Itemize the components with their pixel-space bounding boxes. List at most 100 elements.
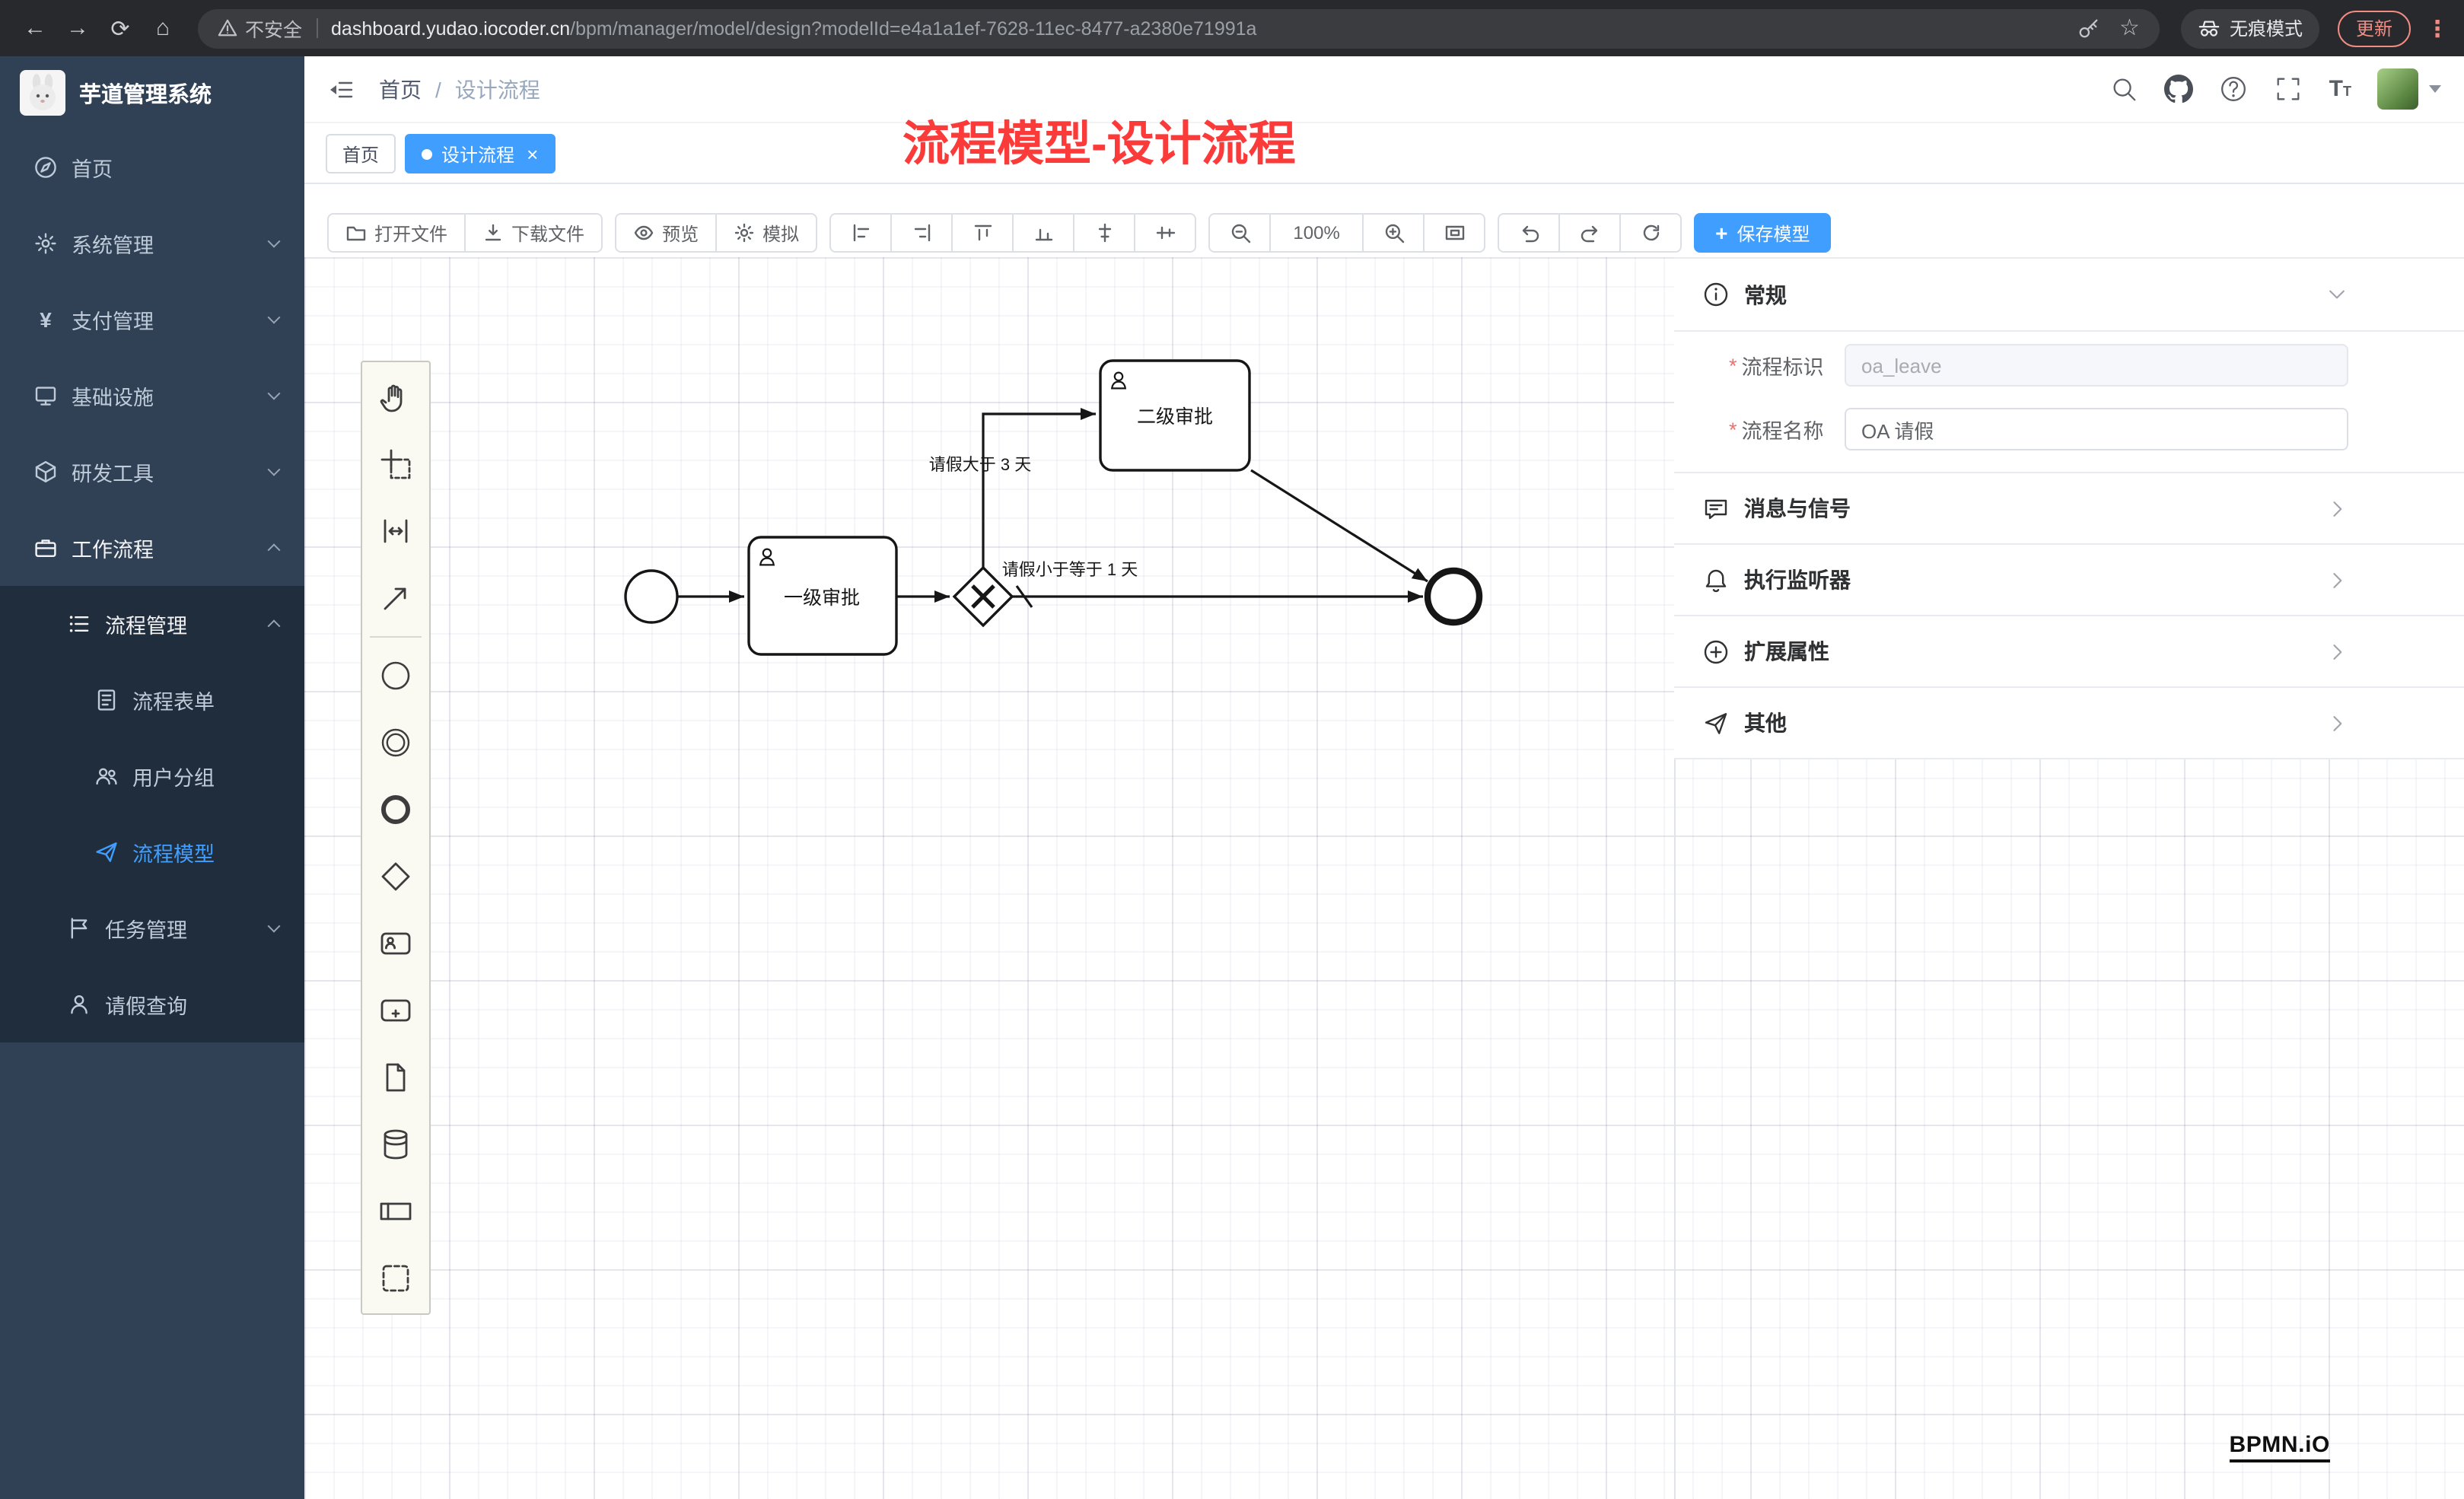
sidebar-item-infrastructure[interactable]: 基础设施 [0, 358, 304, 434]
create-gateway[interactable] [362, 843, 429, 910]
close-icon[interactable]: × [527, 142, 539, 165]
create-intermediate-event[interactable] [362, 709, 429, 776]
process-name-input[interactable] [1845, 408, 2348, 450]
zoom-level-display[interactable]: 100% [1269, 213, 1364, 253]
zoom-fit-button[interactable] [1423, 213, 1486, 253]
back-button[interactable]: ← [24, 15, 46, 41]
sidebar-collapse-icon[interactable] [327, 75, 355, 103]
flow-task2-to-end[interactable] [1250, 469, 1428, 583]
app-logo[interactable]: 芋道管理系统 [0, 56, 304, 129]
align-top-button[interactable] [951, 213, 1014, 253]
task-level2-label: 二级审批 [1137, 406, 1213, 428]
create-data-store[interactable] [362, 1111, 429, 1178]
sidebar-item-system[interactable]: 系统管理 [0, 205, 304, 282]
bpmn-io-logo[interactable]: BPMN.iO [2229, 1432, 2330, 1462]
align-top-icon [973, 224, 992, 241]
section-general[interactable]: 常规 [1674, 259, 2464, 332]
sidebar-item-payment[interactable]: ¥ 支付管理 [0, 282, 304, 358]
github-icon[interactable] [2164, 75, 2194, 103]
align-left-button[interactable] [829, 213, 893, 253]
bookmark-star-icon[interactable]: ☆ [2119, 15, 2140, 41]
zoom-out-button[interactable] [1208, 213, 1272, 253]
download-file-button[interactable]: 下载文件 [464, 213, 603, 253]
redo-button[interactable] [1558, 213, 1622, 253]
open-file-button[interactable]: 打开文件 [327, 213, 466, 253]
user-task-icon [1110, 371, 1127, 390]
sidebar-item-home[interactable]: 首页 [0, 129, 304, 205]
fullscreen-icon[interactable] [2275, 75, 2303, 103]
tab-home[interactable]: 首页 [326, 134, 396, 173]
section-messages[interactable]: 消息与信号 [1674, 473, 2464, 545]
task-level2[interactable] [1099, 359, 1251, 472]
create-subprocess[interactable] [362, 977, 429, 1044]
restart-button[interactable] [1619, 213, 1682, 253]
breadcrumb-current: 设计流程 [454, 77, 540, 101]
security-chip[interactable]: 不安全 [218, 14, 302, 43]
subprocess-icon [380, 999, 411, 1022]
sidebar-item-devtools[interactable]: 研发工具 [0, 434, 304, 510]
process-key-label: 流程标识 [1741, 356, 1824, 379]
align-middle-button[interactable] [1134, 213, 1197, 253]
forward-button[interactable]: → [66, 15, 89, 41]
browser-menu-icon[interactable]: ⋮ [2426, 16, 2449, 42]
create-group[interactable] [362, 1245, 429, 1312]
create-start-event[interactable] [362, 642, 429, 709]
section-extensions[interactable]: 扩展属性 [1674, 616, 2464, 688]
align-bottom-button[interactable] [1012, 213, 1075, 253]
end-event[interactable] [1424, 567, 1483, 626]
home-icon [35, 157, 56, 178]
save-model-button[interactable]: + 保存模型 [1694, 213, 1832, 253]
global-connect-tool[interactable] [362, 565, 429, 632]
sidebar-item-workflow[interactable]: 工作流程 [0, 510, 304, 586]
workflow-submenu: 流程管理 流程表单 用户分组 流程模型 任务管理 [0, 586, 304, 1042]
required-marker: * [1729, 418, 1737, 441]
undo-icon [1521, 225, 1539, 243]
section-other[interactable]: 其他 [1674, 688, 2464, 759]
font-size-icon[interactable]: TT [2329, 76, 2351, 102]
tab-design-process[interactable]: 设计流程 × [405, 134, 556, 173]
bpmn-palette [361, 361, 431, 1315]
sidebar-item-process-management[interactable]: 流程管理 [0, 586, 304, 662]
section-listeners[interactable]: 执行监听器 [1674, 545, 2464, 616]
task-level1[interactable] [747, 536, 898, 656]
preview-button[interactable]: 预览 [615, 213, 718, 253]
plus-icon: + [1715, 221, 1728, 245]
hand-tool-icon [380, 384, 403, 412]
password-key-icon[interactable] [2077, 17, 2099, 40]
align-center-button[interactable] [1073, 213, 1136, 253]
refresh-button[interactable]: ⟳ [110, 16, 130, 42]
create-participant[interactable] [362, 1178, 429, 1245]
browser-chrome: ← → ⟳ ⌂ 不安全 dashboard.yudao.iocoder.cn/b… [0, 0, 2464, 56]
gear-icon [35, 233, 56, 254]
breadcrumb-home[interactable]: 首页 [379, 77, 422, 101]
sidebar-item-user-group[interactable]: 用户分组 [0, 738, 304, 814]
address-bar[interactable]: 不安全 dashboard.yudao.iocoder.cn/bpm/manag… [198, 8, 2160, 48]
chevron-down-icon [267, 463, 281, 476]
panel-divider [1674, 257, 1676, 1499]
hand-tool[interactable] [362, 364, 429, 431]
create-user-task[interactable] [362, 910, 429, 977]
dev-tools-icon [35, 461, 56, 482]
home-button[interactable]: ⌂ [155, 15, 170, 41]
sidebar-item-task-management[interactable]: 任务管理 [0, 890, 304, 966]
create-data-object[interactable] [362, 1044, 429, 1111]
participant-icon [380, 1202, 412, 1221]
simulate-button[interactable]: 模拟 [715, 213, 818, 253]
search-icon[interactable] [2110, 75, 2139, 103]
end-event-icon [381, 795, 410, 824]
update-button[interactable]: 更新 [2337, 10, 2411, 46]
lasso-tool[interactable] [362, 431, 429, 498]
sidebar-item-process-model[interactable]: 流程模型 [0, 814, 304, 890]
required-marker: * [1729, 354, 1737, 377]
space-tool[interactable] [362, 498, 429, 565]
align-right-button[interactable] [890, 213, 953, 253]
start-event[interactable] [624, 569, 679, 624]
flow-gateway-to-task2[interactable] [982, 408, 1096, 568]
help-icon[interactable] [2220, 75, 2249, 103]
sidebar-item-process-form[interactable]: 流程表单 [0, 662, 304, 738]
user-menu[interactable] [2377, 68, 2441, 110]
create-end-event[interactable] [362, 776, 429, 843]
sidebar-item-leave-query[interactable]: 请假查询 [0, 966, 304, 1042]
zoom-in-button[interactable] [1362, 213, 1425, 253]
undo-button[interactable] [1498, 213, 1561, 253]
